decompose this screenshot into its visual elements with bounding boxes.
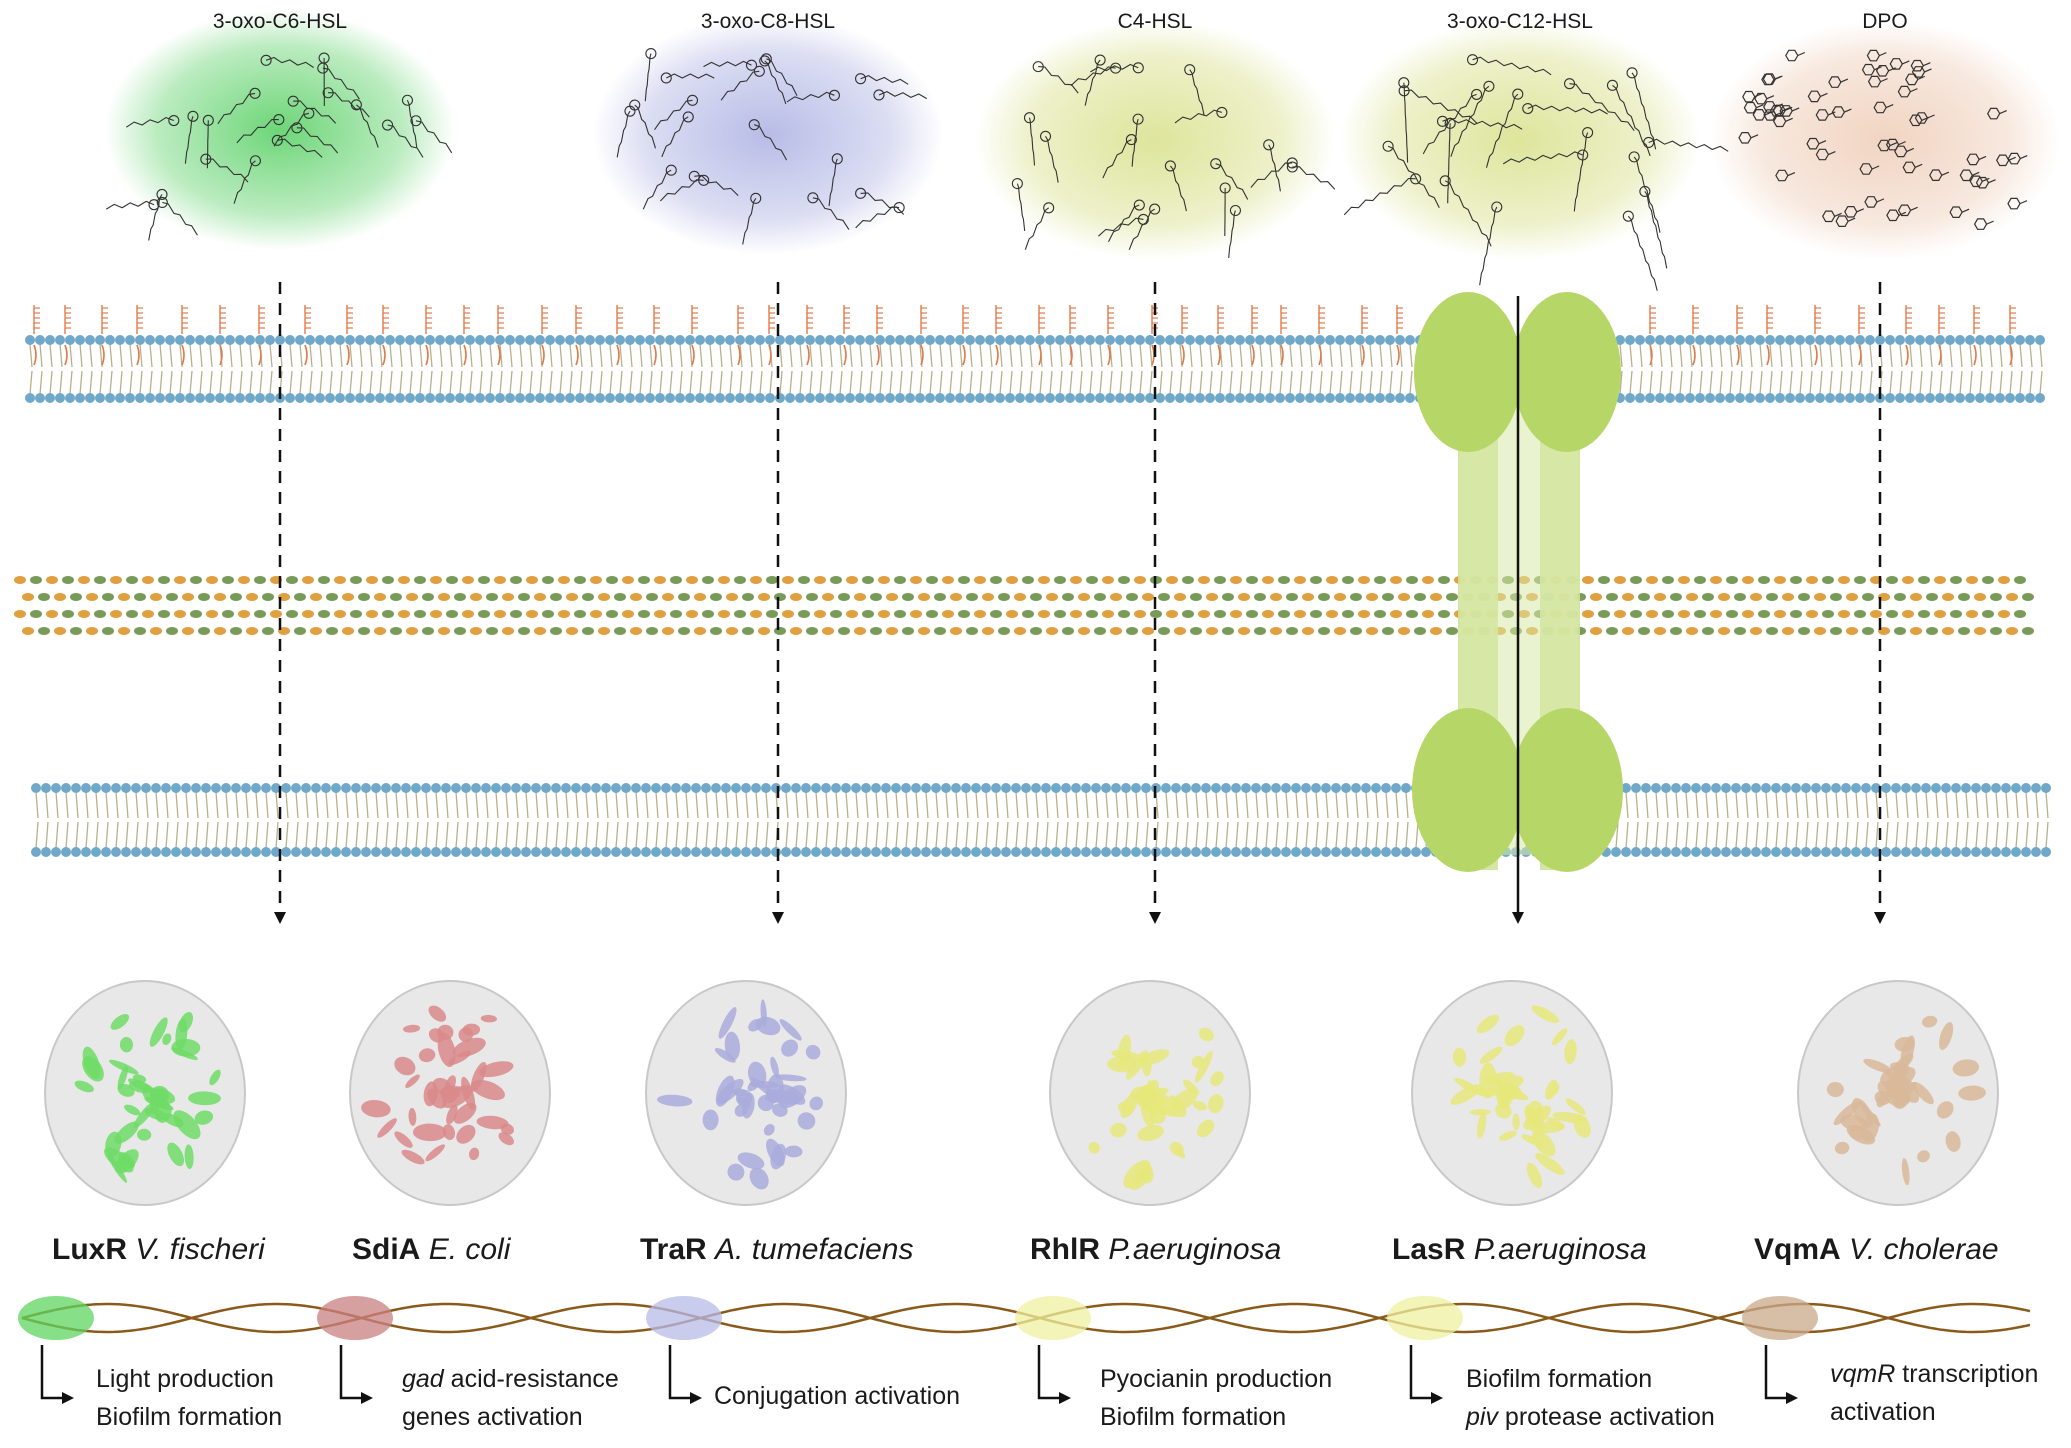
protein-name: VqmA xyxy=(1754,1233,1841,1266)
protein-label-lasr: LasR P.aeruginosa xyxy=(1392,1233,1647,1267)
protein-structure-luxr xyxy=(44,980,246,1206)
effect-rhlr: Pyocianin production Biofilm formation xyxy=(1100,1360,1332,1436)
protein-structure-sdia xyxy=(349,980,551,1206)
promoter-site xyxy=(1015,1296,1091,1340)
transcription-arrow-icon xyxy=(1409,1345,1443,1404)
protein-label-rhlr: RhlR P.aeruginosa xyxy=(1030,1233,1281,1267)
effect-text: transcription xyxy=(1895,1360,2039,1388)
effect-line: genes activation xyxy=(402,1403,583,1431)
inner-membrane xyxy=(31,783,2051,857)
promoter-site xyxy=(1387,1296,1463,1340)
effect-line: vqmR transcription xyxy=(1830,1355,2038,1393)
organism-name: P.aeruginosa xyxy=(1108,1233,1282,1266)
signal-label-3-oxo-c12-hsl: 3-oxo-C12-HSL xyxy=(1447,10,1593,33)
effect-line: Biofilm formation xyxy=(96,1403,283,1431)
protein-name: LasR xyxy=(1392,1233,1466,1266)
promoter-site xyxy=(18,1296,94,1340)
effect-luxr: Light production Biofilm formation xyxy=(96,1360,282,1436)
organism-name: P.aeruginosa xyxy=(1473,1233,1647,1266)
signal-label-3-oxo-c8-hsl: 3-oxo-C8-HSL xyxy=(700,10,836,33)
effect-line: Conjugation activation xyxy=(714,1382,960,1410)
effect-line: activation xyxy=(1830,1398,1936,1426)
signal-cloud-c4-hsl xyxy=(975,20,1335,260)
promoter-site xyxy=(1742,1296,1818,1340)
transcription-arrow-icon xyxy=(668,1345,702,1404)
protein-structure-rhlr xyxy=(1049,980,1251,1206)
peptidoglycan-layer xyxy=(14,576,2034,635)
protein-label-vqma: VqmA V. cholerae xyxy=(1754,1233,1999,1267)
effect-sdia: gad acid-resistance genes activation xyxy=(402,1360,619,1436)
protein-structure-lasr xyxy=(1411,980,1613,1206)
protein-structure-trar xyxy=(645,980,847,1206)
signal-cloud-3-oxo-c8-hsl xyxy=(593,15,943,255)
signal-label-dpo: DPO xyxy=(1862,10,1908,33)
organism-name: V. cholerae xyxy=(1849,1233,1999,1266)
signal-cloud-3-oxo-c12-hsl xyxy=(1340,20,1700,260)
protein-name: LuxR xyxy=(52,1233,127,1266)
effect-line: Biofilm formation xyxy=(1466,1365,1653,1393)
gene-name: gad xyxy=(402,1365,444,1393)
protein-structure-vqma xyxy=(1797,980,1999,1206)
gene-name: vqmR xyxy=(1830,1360,1896,1388)
protein-label-sdia: SdiA E. coli xyxy=(352,1233,510,1267)
protein-name: SdiA xyxy=(352,1233,421,1266)
protein-name: TraR xyxy=(640,1233,707,1266)
organism-name: A. tumefaciens xyxy=(715,1233,914,1266)
effect-line: Light production xyxy=(96,1365,274,1393)
protein-label-luxr: LuxR V. fischeri xyxy=(52,1233,265,1267)
promoter-site xyxy=(317,1296,393,1340)
organism-name: V. fischeri xyxy=(135,1233,265,1266)
effect-text: protease activation xyxy=(1497,1403,1715,1431)
transcription-arrow-icon xyxy=(339,1345,373,1404)
transcription-arrow-icon xyxy=(40,1345,74,1404)
effect-line: Pyocianin production xyxy=(1100,1365,1333,1393)
organism-name: E. coli xyxy=(428,1233,511,1266)
outer-membrane xyxy=(25,305,2045,403)
protein-label-trar: TraR A. tumefaciens xyxy=(640,1233,913,1267)
effect-line: gad acid-resistance xyxy=(402,1360,619,1398)
signal-label-3-oxo-c6-hsl: 3-oxo-C6-HSL xyxy=(212,10,348,33)
effect-trar: Conjugation activation xyxy=(714,1377,960,1415)
gene-name: piv xyxy=(1466,1403,1498,1431)
signal-molecule-glyphs xyxy=(105,48,2028,291)
signal-cloud-3-oxo-c6-hsl xyxy=(105,10,455,250)
protein-name: RhlR xyxy=(1030,1233,1100,1266)
effect-text: acid-resistance xyxy=(443,1365,619,1393)
signal-label-c4-hsl: C4-HSL xyxy=(1117,10,1193,33)
promoter-site xyxy=(646,1296,722,1340)
effect-line: piv protease activation xyxy=(1466,1398,1715,1436)
transcription-arrow-icon xyxy=(1764,1345,1798,1404)
effect-line: Biofilm formation xyxy=(1100,1403,1287,1431)
effect-lasr: Biofilm formation piv protease activatio… xyxy=(1466,1360,1715,1436)
transcription-arrow-icon xyxy=(1037,1345,1071,1404)
effect-vqma: vqmR transcription activation xyxy=(1830,1355,2038,1431)
